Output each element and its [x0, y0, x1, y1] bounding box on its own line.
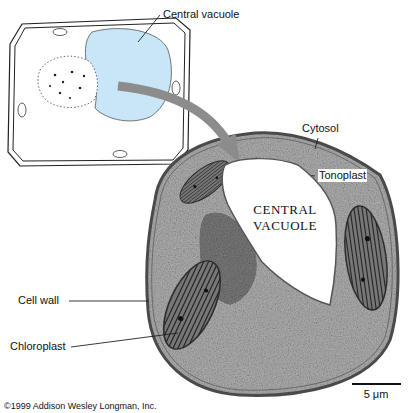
scale-bar [352, 383, 401, 385]
part-label: Chloroplast [10, 340, 66, 353]
part-label: Cytosol [302, 122, 339, 135]
micrograph [147, 133, 398, 396]
part-label: Central vacuole [163, 8, 239, 21]
part-label: Tonoplast [318, 169, 367, 182]
organelle-label: CENTRAL VACUOLE [245, 202, 325, 234]
leader-line [69, 301, 149, 302]
leader-line [315, 138, 318, 149]
part-label: Cell wall [18, 294, 59, 307]
node-text-box: CENTRAL VACUOLE [245, 202, 325, 234]
leader-line [138, 15, 160, 42]
zoom-arrow [118, 86, 240, 163]
scale-label: 5 μm [364, 388, 389, 401]
copyright-note: ©1999 Addison Wesley Longman, Inc. [4, 400, 157, 413]
leader-line [71, 333, 178, 347]
